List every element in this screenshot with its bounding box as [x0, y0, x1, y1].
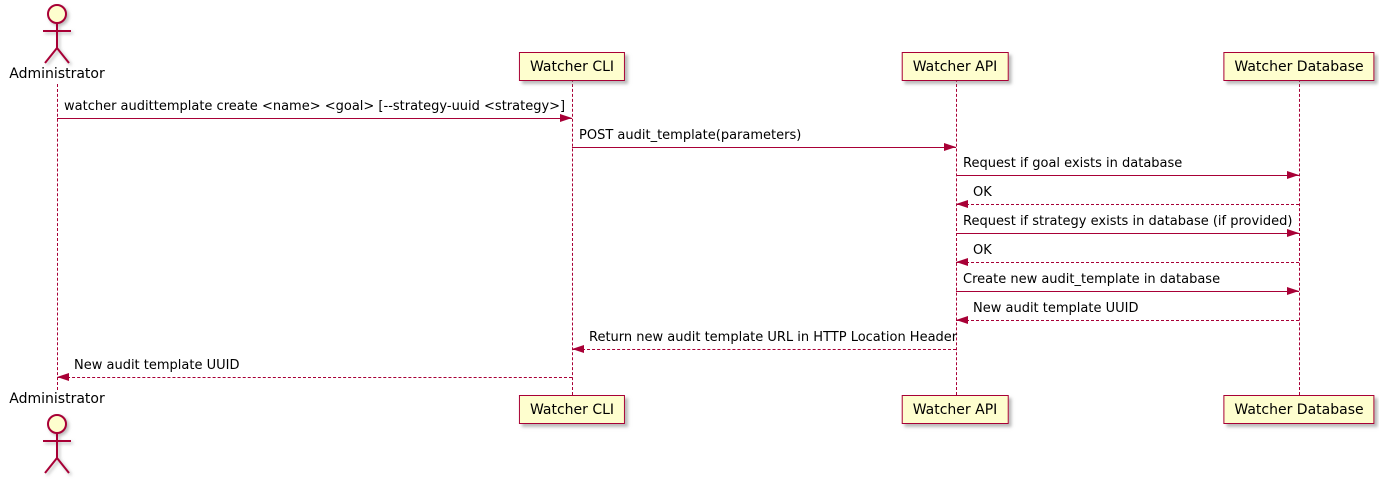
- message-arrow: [956, 200, 1299, 208]
- participant-watcher-database-top: Watcher Database: [1223, 52, 1375, 81]
- message-request-goal-exists: Request if goal exists in database: [956, 156, 1299, 179]
- message-ok-goal: OK: [956, 185, 1299, 208]
- message-arrow: [956, 287, 1299, 295]
- message-arrow: [956, 229, 1299, 237]
- lifeline-watcher-api: [956, 79, 957, 395]
- administrator-label-bottom: Administrator: [9, 391, 105, 407]
- lifeline-watcher-cli: [572, 79, 573, 395]
- message-arrow: [956, 171, 1299, 179]
- participant-watcher-api-bottom: Watcher API: [901, 395, 1009, 424]
- administrator-label-top: Administrator: [9, 66, 105, 82]
- message-arrow: [572, 345, 956, 353]
- message-label: Request if goal exists in database: [963, 156, 1183, 171]
- participant-watcher-cli-bottom: Watcher CLI: [518, 395, 626, 424]
- message-label: watcher audittemplate create <name> <goa…: [64, 99, 566, 114]
- message-new-uuid-to-admin: New audit template UUID: [57, 358, 572, 381]
- participant-watcher-cli-top: Watcher CLI: [518, 52, 626, 81]
- message-create-in-database: Create new audit_template in database: [956, 272, 1299, 295]
- message-label: OK: [973, 185, 992, 200]
- administrator-actor-icon-bottom: [43, 414, 71, 474]
- message-arrow: [956, 316, 1299, 324]
- message-ok-strategy: OK: [956, 243, 1299, 266]
- message-arrow: [57, 114, 572, 122]
- message-label: Request if strategy exists in database (…: [963, 214, 1293, 229]
- participant-watcher-database-bottom: Watcher Database: [1223, 395, 1375, 424]
- message-request-strategy-exists: Request if strategy exists in database (…: [956, 214, 1299, 237]
- lifeline-watcher-database: [1299, 79, 1300, 395]
- message-new-uuid-from-db: New audit template UUID: [956, 301, 1299, 324]
- message-label: Return new audit template URL in HTTP Lo…: [589, 330, 958, 345]
- message-label: Create new audit_template in database: [963, 272, 1221, 287]
- message-arrow: [956, 258, 1299, 266]
- message-label: New audit template UUID: [74, 358, 240, 373]
- message-return-url-location-header: Return new audit template URL in HTTP Lo…: [572, 330, 958, 353]
- message-label: New audit template UUID: [973, 301, 1139, 316]
- message-label: OK: [973, 243, 992, 258]
- participant-watcher-api-top: Watcher API: [901, 52, 1009, 81]
- message-create-audittemplate: watcher audittemplate create <name> <goa…: [57, 99, 572, 122]
- message-arrow: [57, 373, 572, 381]
- message-post-audit-template: POST audit_template(parameters): [572, 128, 956, 151]
- lifeline-administrator: [57, 84, 58, 390]
- message-label: POST audit_template(parameters): [579, 128, 802, 143]
- message-arrow: [572, 143, 956, 151]
- administrator-actor-icon-top: [43, 4, 71, 64]
